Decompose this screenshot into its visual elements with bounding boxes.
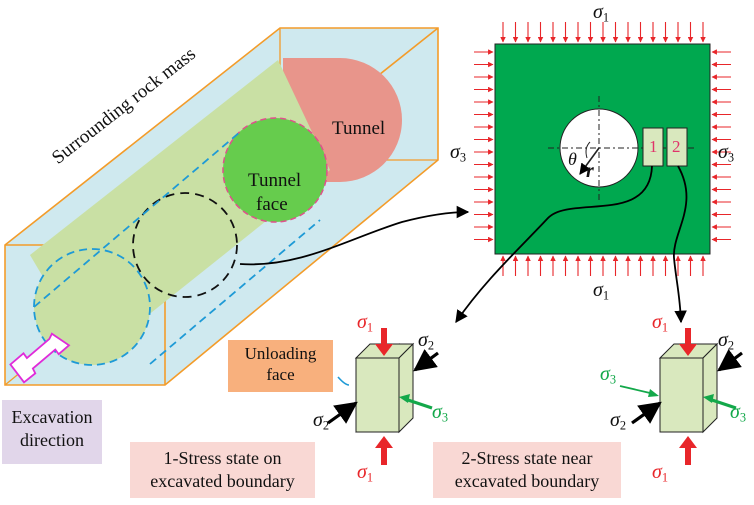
connector-1 (455, 165, 653, 324)
theta-symbol: θ (568, 149, 577, 169)
sigma2-cube2-right: σ2 (718, 329, 735, 353)
stress-cube-2 (619, 328, 743, 465)
excavation-line-1: Excavation (11, 407, 93, 427)
tunnel-label: Tunnel (332, 118, 386, 139)
stress-cube-1 (327, 328, 439, 465)
sigma3-left-plate: σ3 (450, 141, 467, 165)
sigma1-bottom-plate: σ1 (593, 279, 610, 303)
connector-2 (673, 165, 688, 324)
state2-line-1: 2-Stress state near (461, 448, 593, 468)
stress-state-2-label: 2-Stress state near excavated boundary (433, 442, 621, 498)
unloading-line-1: Unloading (244, 344, 317, 363)
sigma1-top-plate: σ1 (593, 1, 610, 25)
sigma3-cube1: σ3 (432, 401, 449, 425)
stressed-plate (474, 22, 731, 276)
tunnel-cylinder (30, 58, 402, 366)
radius-symbol: r (586, 160, 594, 182)
unloading-line-2: face (266, 365, 295, 385)
stress-state-1-label: 1-Stress state on excavated boundary (130, 442, 315, 498)
excavation-arrow (9, 332, 71, 384)
sigma3-cube2-right: σ3 (730, 401, 747, 425)
sigma1-cube2-bottom: σ1 (652, 461, 669, 485)
excavation-direction-label: Excavation direction (2, 400, 102, 464)
tunnel-face-circle (222, 117, 328, 223)
element-2-number: 2 (672, 137, 681, 156)
sigma1-cube2-top: σ1 (652, 311, 669, 335)
unloading-face-label: Unloading face (228, 340, 333, 392)
element-1 (642, 127, 664, 167)
state2-line-2: excavated boundary (454, 470, 600, 491)
sigma2-cube2-left: σ2 (610, 409, 627, 433)
tunnel-face-label-1: Tunnel (248, 170, 302, 191)
sigma2-cube1-right: σ2 (418, 329, 435, 353)
connector-arrow (239, 205, 470, 266)
sigma3-right-plate: σ3 (718, 141, 735, 165)
element-2 (666, 127, 688, 167)
state1-line-2: excavated boundary (150, 470, 295, 491)
black-dashed-circle (132, 192, 238, 298)
state1-line-1: 1-Stress state on (163, 448, 282, 468)
sigma1-cube1-top: σ1 (357, 311, 374, 335)
sigma3-cube2-left: σ3 (600, 363, 617, 387)
excavation-line-2: direction (20, 429, 84, 450)
sigma1-cube1-bottom: σ1 (357, 461, 374, 485)
tunnel-face-label-2: face (256, 194, 288, 215)
element-1-number: 1 (649, 137, 658, 156)
sigma2-cube1-left: σ2 (313, 409, 330, 433)
